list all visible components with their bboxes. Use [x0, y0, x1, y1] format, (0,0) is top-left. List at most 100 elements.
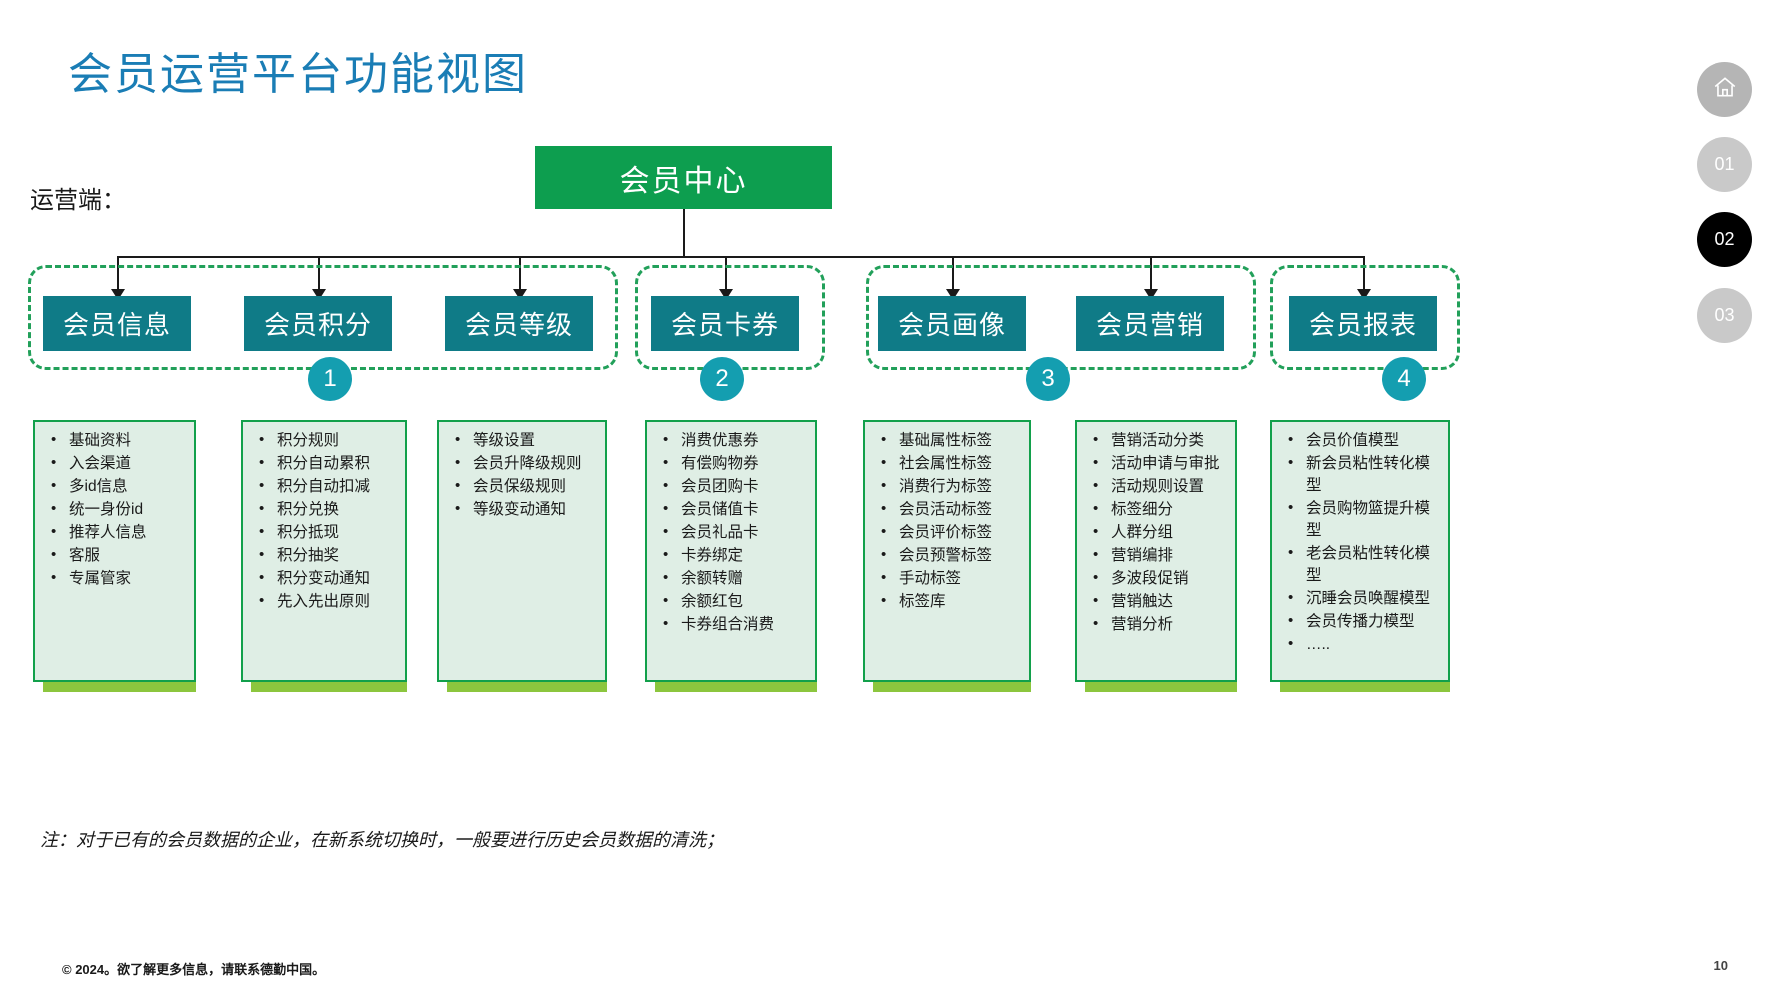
arrowhead-3 — [513, 289, 527, 300]
card-shadow-6 — [1085, 682, 1237, 692]
arrowhead-5 — [946, 289, 960, 300]
node-member-profile[interactable]: 会员画像 — [878, 296, 1026, 351]
list-item: 积分规则 — [259, 429, 395, 452]
dashed-group-4 — [1270, 265, 1460, 370]
arrowhead-7 — [1357, 289, 1371, 300]
list-item: 营销活动分类 — [1093, 429, 1225, 452]
badge-1: 1 — [308, 357, 352, 401]
list-item: 卡券绑定 — [663, 544, 805, 567]
arrowhead-2 — [312, 289, 326, 300]
node-member-level[interactable]: 会员等级 — [445, 296, 593, 351]
card-shadow-3 — [447, 682, 607, 692]
connector-drop-5 — [952, 256, 954, 292]
card-shadow-7 — [1280, 682, 1450, 692]
list-item: 会员购物篮提升模型 — [1288, 497, 1438, 542]
list-item: 会员储值卡 — [663, 498, 805, 521]
list-item: 积分变动通知 — [259, 567, 395, 590]
list-item: 积分自动扣减 — [259, 475, 395, 498]
list-item: 会员活动标签 — [881, 498, 1019, 521]
card-shadow-5 — [873, 682, 1031, 692]
node-member-reports[interactable]: 会员报表 — [1289, 296, 1437, 351]
nav-item-03[interactable]: 03 — [1697, 288, 1752, 343]
list-item: 社会属性标签 — [881, 452, 1019, 475]
connector-drop-2 — [318, 256, 320, 292]
list-item: 活动申请与审批 — [1093, 452, 1225, 475]
detail-card-member-reports[interactable]: 会员价值模型 新会员粘性转化模型 会员购物篮提升模型 老会员粘性转化模型 沉睡会… — [1270, 420, 1450, 682]
detail-list-member-level: 等级设置 会员升降级规则 会员保级规则 等级变动通知 — [445, 429, 599, 521]
node-member-cards[interactable]: 会员卡券 — [651, 296, 799, 351]
list-item: 入会渠道 — [51, 452, 184, 475]
list-item: 等级变动通知 — [455, 498, 595, 521]
page-title: 会员运营平台功能视图 — [68, 50, 528, 99]
list-item: 等级设置 — [455, 429, 595, 452]
detail-card-member-marketing[interactable]: 营销活动分类 活动申请与审批 活动规则设置 标签细分 人群分组 营销编排 多波段… — [1075, 420, 1237, 682]
connector-drop-4 — [725, 256, 727, 292]
list-item: 会员传播力模型 — [1288, 610, 1438, 633]
list-item: 会员保级规则 — [455, 475, 595, 498]
nav-home-button[interactable] — [1697, 62, 1752, 117]
list-item: 人群分组 — [1093, 521, 1225, 544]
badge-3: 3 — [1026, 357, 1070, 401]
detail-card-member-level[interactable]: 等级设置 会员升降级规则 会员保级规则 等级变动通知 — [437, 420, 607, 682]
root-node-member-center[interactable]: 会员中心 — [535, 146, 832, 209]
detail-card-member-cards[interactable]: 消费优惠券 有偿购物券 会员团购卡 会员储值卡 会员礼品卡 卡券绑定 余额转赠 … — [645, 420, 817, 682]
connector-drop-3 — [519, 256, 521, 292]
list-item: 营销触达 — [1093, 590, 1225, 613]
list-item: 会员礼品卡 — [663, 521, 805, 544]
list-item: 有偿购物券 — [663, 452, 805, 475]
list-item: 会员价值模型 — [1288, 429, 1438, 452]
arrowhead-4 — [719, 289, 733, 300]
list-item: 沉睡会员唤醒模型 — [1288, 587, 1438, 610]
detail-card-member-points[interactable]: 积分规则 积分自动累积 积分自动扣减 积分兑换 积分抵现 积分抽奖 积分变动通知… — [241, 420, 407, 682]
list-item: ….. — [1288, 633, 1438, 656]
copyright-text: © 2024。欲了解更多信息，请联系德勤中国。 — [62, 962, 326, 977]
detail-list-member-points: 积分规则 积分自动累积 积分自动扣减 积分兑换 积分抵现 积分抽奖 积分变动通知… — [249, 429, 399, 613]
list-item: 营销编排 — [1093, 544, 1225, 567]
detail-list-member-info: 基础资料 入会渠道 多id信息 统一身份id 推荐人信息 客服 专属管家 — [41, 429, 188, 590]
list-item: 推荐人信息 — [51, 521, 184, 544]
nav-item-02[interactable]: 02 — [1697, 212, 1752, 267]
card-shadow-1 — [43, 682, 196, 692]
list-item: 标签细分 — [1093, 498, 1225, 521]
detail-list-member-profile: 基础属性标签 社会属性标签 消费行为标签 会员活动标签 会员评价标签 会员预警标… — [871, 429, 1023, 613]
list-item: 会员团购卡 — [663, 475, 805, 498]
list-item: 标签库 — [881, 590, 1019, 613]
detail-card-member-info[interactable]: 基础资料 入会渠道 多id信息 统一身份id 推荐人信息 客服 专属管家 — [33, 420, 196, 682]
node-member-info[interactable]: 会员信息 — [43, 296, 191, 351]
list-item: 统一身份id — [51, 498, 184, 521]
list-item: 基础资料 — [51, 429, 184, 452]
list-item: 多波段促销 — [1093, 567, 1225, 590]
list-item: 会员预警标签 — [881, 544, 1019, 567]
list-item: 积分抽奖 — [259, 544, 395, 567]
node-member-marketing[interactable]: 会员营销 — [1076, 296, 1224, 351]
list-item: 余额红包 — [663, 590, 805, 613]
list-item: 会员评价标签 — [881, 521, 1019, 544]
list-item: 营销分析 — [1093, 613, 1225, 636]
list-item: 积分自动累积 — [259, 452, 395, 475]
badge-2: 2 — [700, 357, 744, 401]
list-item: 多id信息 — [51, 475, 184, 498]
list-item: 积分抵现 — [259, 521, 395, 544]
list-item: 活动规则设置 — [1093, 475, 1225, 498]
list-item: 手动标签 — [881, 567, 1019, 590]
badge-4: 4 — [1382, 357, 1426, 401]
nav-item-01[interactable]: 01 — [1697, 137, 1752, 192]
detail-card-member-profile[interactable]: 基础属性标签 社会属性标签 消费行为标签 会员活动标签 会员评价标签 会员预警标… — [863, 420, 1031, 682]
list-item: 会员升降级规则 — [455, 452, 595, 475]
list-item: 基础属性标签 — [881, 429, 1019, 452]
operations-side-label: 运营端： — [30, 187, 126, 214]
arrowhead-6 — [1144, 289, 1158, 300]
list-item: 消费行为标签 — [881, 475, 1019, 498]
node-member-points[interactable]: 会员积分 — [244, 296, 392, 351]
page-number: 10 — [1713, 958, 1728, 973]
detail-list-member-cards: 消费优惠券 有偿购物券 会员团购卡 会员储值卡 会员礼品卡 卡券绑定 余额转赠 … — [653, 429, 809, 636]
list-item: 积分兑换 — [259, 498, 395, 521]
card-shadow-2 — [251, 682, 407, 692]
list-item: 专属管家 — [51, 567, 184, 590]
connector-drop-6 — [1150, 256, 1152, 292]
card-shadow-4 — [655, 682, 817, 692]
list-item: 先入先出原则 — [259, 590, 395, 613]
list-item: 卡券组合消费 — [663, 613, 805, 636]
list-item: 余额转赠 — [663, 567, 805, 590]
